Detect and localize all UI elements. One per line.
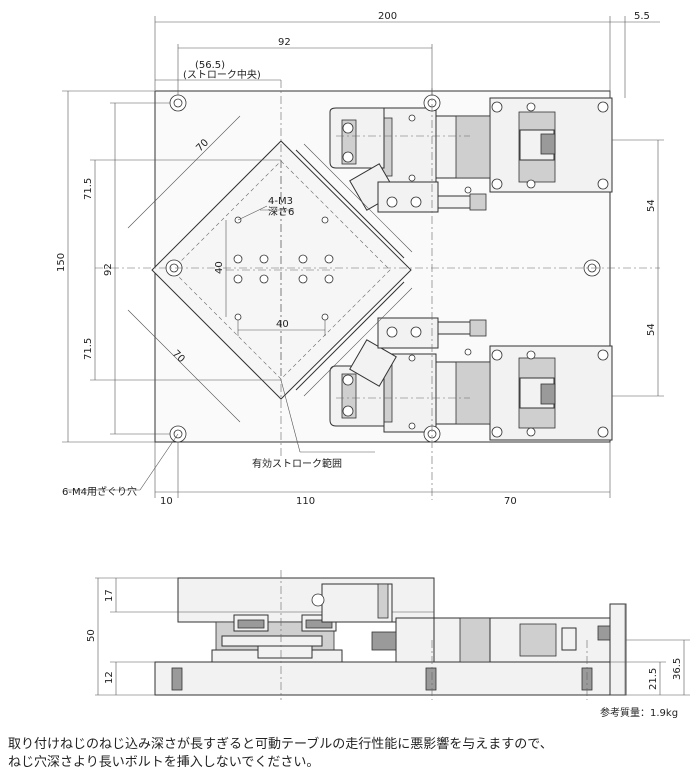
lower-actuator <box>329 317 613 441</box>
warning-line-2: ねじ穴深さより長いボルトを挿入しないでください。 <box>8 755 320 770</box>
top-view <box>62 16 664 500</box>
top-view-labels: 200 5.5 92 (56.5) (ストローク中央) 150 71.5 71.… <box>56 11 657 507</box>
dimension-lines <box>62 16 664 498</box>
dim-21-5: 21.5 <box>648 668 659 690</box>
dim-54-upper: 54 <box>646 199 657 212</box>
dim-150: 150 <box>56 253 67 272</box>
dim-200: 200 <box>378 11 397 22</box>
dim-stroke-center-label: (ストローク中央) <box>183 68 261 81</box>
warning-line-1: 取り付けねじのねじ込み深さが長すぎると可動テーブルの走行性能に悪影響を与えますの… <box>8 737 553 752</box>
dim-40-vertical: 40 <box>214 261 225 274</box>
dim-12: 12 <box>104 671 115 684</box>
dim-50: 50 <box>86 629 97 642</box>
dim-110: 110 <box>296 496 315 507</box>
callout-effective-stroke: 有効ストローク範囲 <box>252 457 342 470</box>
upper-actuator <box>329 97 613 213</box>
dim-stroke-center-value: (56.5) <box>195 60 225 71</box>
warning-note: 取り付けねじのねじ込み深さが長すぎると可動テーブルの走行性能に悪影響を与えますの… <box>8 736 553 772</box>
dim-71-5-upper: 71.5 <box>83 178 94 200</box>
dim-36-5: 36.5 <box>672 658 683 680</box>
weight-note: 参考質量：1.9kg <box>600 706 678 719</box>
callout-depth-6: 深さ6 <box>268 206 294 218</box>
dim-10: 10 <box>160 496 173 507</box>
dim-71-5-lower: 71.5 <box>83 338 94 360</box>
dim-92-vertical: 92 <box>103 263 114 276</box>
dim-92-top: 92 <box>278 37 291 48</box>
dim-5-5: 5.5 <box>634 11 650 22</box>
dim-70-bottom: 70 <box>504 496 517 507</box>
side-view <box>95 570 690 700</box>
callout-4-m3: 4-M3 <box>268 196 293 207</box>
callout-counterbore: 6-M4用ざぐり穴 <box>62 485 137 498</box>
dim-40-horizontal: 40 <box>276 319 289 330</box>
side-view-labels: 17 50 12 21.5 36.5 参考質量：1.9kg <box>86 589 683 719</box>
dim-54-lower: 54 <box>646 323 657 336</box>
dim-17: 17 <box>104 589 115 602</box>
